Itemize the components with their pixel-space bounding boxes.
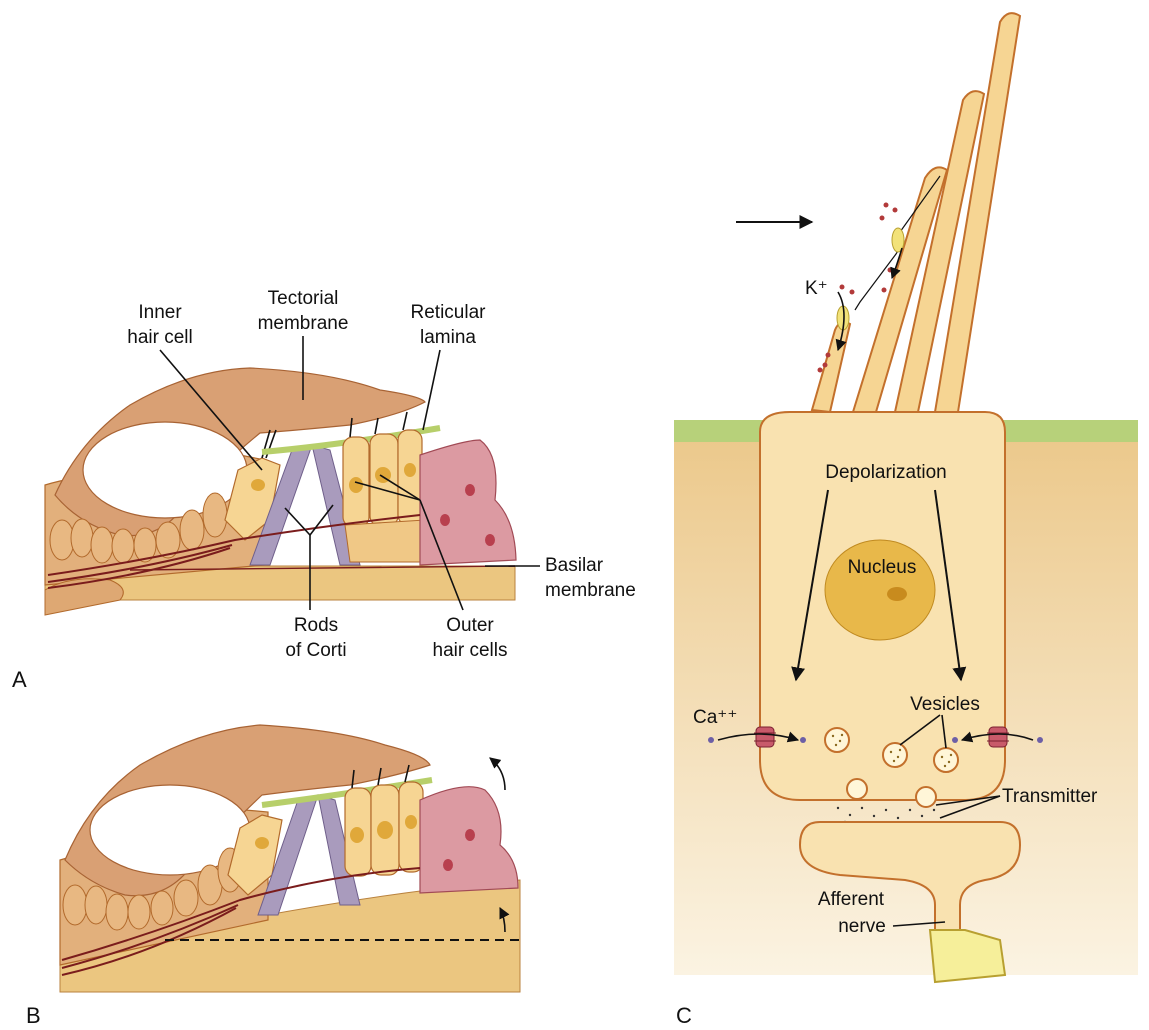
hensen-cell-nuclei bbox=[440, 484, 495, 546]
afferent-nerve-axon bbox=[928, 929, 1007, 984]
tip-link-upper bbox=[899, 175, 941, 233]
label-tectorial-membrane-line1: Tectorial bbox=[268, 288, 339, 309]
stereocilia-bundle bbox=[810, 12, 1022, 414]
label-inner-hair-cell-line1: Inner bbox=[138, 302, 182, 323]
label-nucleus: Nucleus bbox=[848, 557, 917, 578]
label-basilar-membrane-line2: membrane bbox=[545, 580, 636, 601]
panel-b-outer-hair-cell-nuclei bbox=[350, 815, 417, 843]
label-outer-hair-cells-line1: Outer bbox=[446, 615, 494, 636]
panel-b-nerve-fibers bbox=[61, 867, 421, 976]
panel-a-limbus-lower bbox=[44, 578, 124, 616]
leader-vesicles-b bbox=[941, 714, 947, 749]
synaptic-vesicles bbox=[824, 727, 959, 808]
label-basilar-membrane-line1: Basilar bbox=[545, 555, 604, 576]
label-depolarization: Depolarization bbox=[825, 462, 946, 483]
panel-a-organ-of-corti: Inner hair cell Tectorial membrane Retic… bbox=[12, 288, 636, 692]
ca-influx-arrow-left bbox=[717, 731, 800, 743]
label-rods-of-corti-line2: of Corti bbox=[285, 640, 346, 661]
calcium-channel-right bbox=[987, 726, 1009, 748]
leader-outer-hair-cells-a bbox=[354, 481, 421, 501]
panel-b-stereocilia bbox=[351, 764, 410, 789]
label-k-ion: K⁺ bbox=[805, 278, 828, 299]
label-inner-hair-cell-line2: hair cell bbox=[127, 327, 192, 348]
k-influx-arrow-lower bbox=[835, 291, 847, 352]
leader-vesicles-a bbox=[899, 714, 941, 746]
panel-label-a: A bbox=[12, 667, 27, 692]
label-afferent-nerve-line2: nerve bbox=[838, 916, 886, 937]
label-vesicles: Vesicles bbox=[910, 694, 980, 715]
label-reticular-lamina-line1: Reticular bbox=[411, 302, 487, 323]
depolarization-arrow-left bbox=[791, 489, 829, 682]
leader-outer-hair-cells bbox=[419, 499, 464, 611]
depolarization-arrow-right bbox=[934, 489, 967, 682]
calcium-channel-left bbox=[754, 726, 776, 748]
mechanotransduction-channels bbox=[836, 227, 905, 331]
deiters-cells bbox=[344, 519, 426, 563]
leader-reticular-lamina bbox=[422, 349, 441, 431]
vesicle-contents bbox=[831, 733, 953, 768]
tip-link-lower bbox=[854, 245, 902, 311]
label-tectorial-membrane-line2: membrane bbox=[258, 313, 349, 334]
leader-inner-hair-cell bbox=[159, 349, 263, 471]
upward-deflection-arrow bbox=[499, 906, 510, 933]
nucleolus bbox=[887, 587, 907, 601]
label-afferent-nerve-line1: Afferent bbox=[818, 889, 885, 910]
leader-outer-hair-cells-b bbox=[379, 474, 421, 501]
label-ca-ion: Ca⁺⁺ bbox=[693, 707, 737, 728]
leader-afferent-nerve bbox=[892, 921, 946, 927]
outer-hair-cell-stereocilia bbox=[349, 411, 408, 438]
potassium-ions bbox=[817, 202, 898, 373]
k-influx-arrow-upper bbox=[890, 247, 903, 280]
calcium-ions bbox=[708, 737, 1043, 743]
label-rods-of-corti-line1: Rods bbox=[294, 615, 338, 636]
panel-label-c: C bbox=[676, 1003, 692, 1028]
label-reticular-lamina-line2: lamina bbox=[420, 327, 476, 348]
panel-a-basilar-line bbox=[129, 565, 516, 571]
panel-b-hensen-nuclei bbox=[443, 829, 475, 871]
label-transmitter: Transmitter bbox=[1002, 786, 1098, 807]
panel-c-hair-cell: K⁺ Depolarization Nucleus Ca⁺⁺ bbox=[674, 12, 1138, 1028]
tilt-arrow bbox=[489, 757, 506, 791]
panel-label-b: B bbox=[26, 1003, 41, 1028]
panel-b-displaced-organ: B bbox=[26, 724, 522, 1028]
panel-a-nerve-fibers bbox=[47, 514, 421, 589]
support-cell-row bbox=[49, 492, 228, 564]
ca-influx-arrow-right bbox=[960, 731, 1034, 743]
hensen-cells bbox=[419, 439, 517, 566]
nucleus bbox=[824, 539, 936, 641]
label-outer-hair-cells-line2: hair cells bbox=[433, 640, 508, 661]
leader-transmitter-a bbox=[935, 795, 1001, 806]
leader-transmitter-b bbox=[939, 795, 1001, 819]
